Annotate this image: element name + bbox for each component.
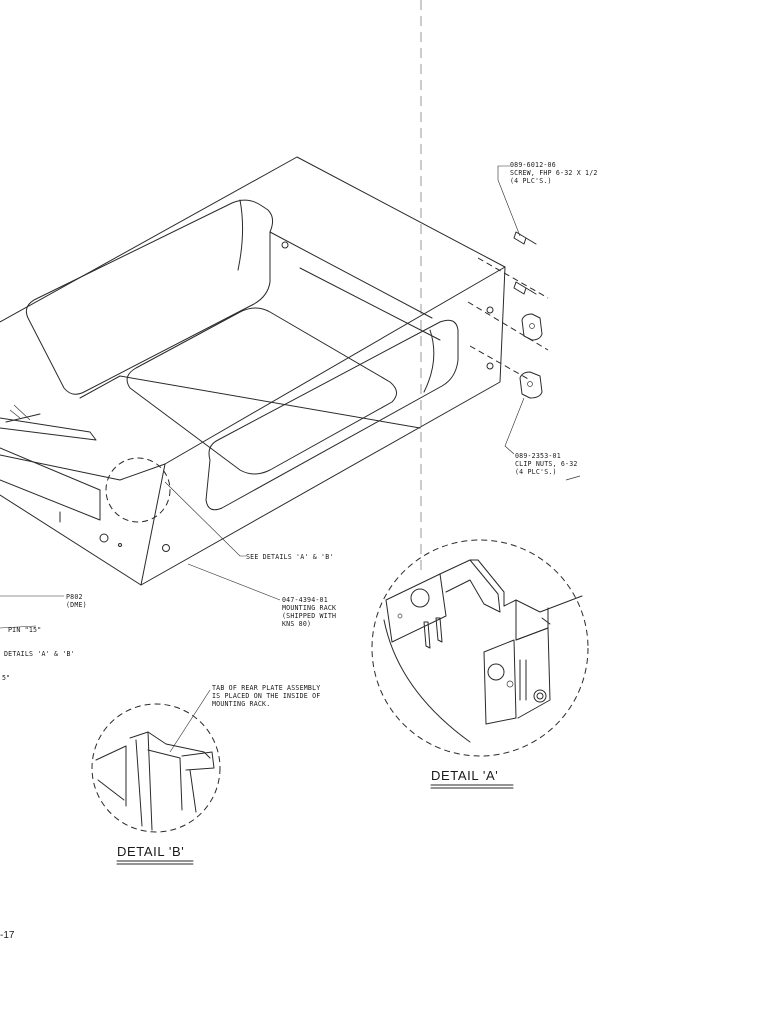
rack-left-bottom-edge — [0, 494, 142, 586]
rear-plate-hole — [506, 680, 514, 688]
screw-description: SCREW, FHP 6-32 X 1/2 — [510, 169, 598, 177]
connector-mark — [9, 404, 31, 421]
rack-inner-edge — [189, 769, 197, 813]
rear-plate-hole — [487, 663, 505, 681]
screw — [513, 281, 537, 295]
standoff-inner — [536, 692, 544, 700]
rear-plate-tab — [147, 749, 183, 811]
rack-rim — [503, 595, 583, 613]
rack-top-edge — [0, 156, 506, 323]
clip-center-line — [469, 345, 531, 381]
rack-edges — [519, 659, 527, 701]
floor-back-edge — [79, 375, 421, 429]
rack-right-bottom-edge — [140, 266, 506, 586]
clip-nut — [519, 371, 543, 399]
flange-edge — [469, 559, 505, 607]
detail-a-title: DETAIL 'A' — [431, 768, 498, 783]
rear-wall-inner-edge — [237, 199, 244, 271]
pin-leader — [0, 625, 37, 629]
rack-front-top-edge — [164, 266, 506, 465]
bracket-hole — [410, 588, 430, 608]
rear-plate-tab — [0, 417, 97, 441]
rack-hole — [162, 544, 170, 552]
rack-rim — [147, 731, 211, 759]
mounting-rack-leader — [187, 563, 281, 601]
tab-note-line3: MOUNTING RACK. — [212, 700, 270, 708]
rack-wall-inner — [135, 739, 143, 827]
rack-tab-edge — [541, 617, 551, 625]
mounting-rack — [0, 156, 506, 586]
fastener-group — [467, 231, 549, 399]
clip-nuts-description: CLIP NUTS, 6-32 — [515, 460, 578, 468]
screw-part-number: 089-6012-06 — [510, 161, 556, 169]
detail-b — [91, 703, 221, 833]
rear-wall-cutout — [25, 199, 274, 395]
rear-plate — [483, 639, 517, 725]
clip-nuts-leader — [504, 397, 525, 455]
detail-b-underline — [116, 860, 194, 865]
mounting-rack-note: (SHIPPED WITH — [282, 612, 336, 620]
detail-b-circle — [91, 703, 221, 833]
mounting-rack-note: KNS 80) — [282, 620, 311, 628]
tab-note-leader — [169, 689, 211, 753]
see-details-leader — [164, 481, 246, 557]
rack-left-front-edge — [0, 454, 166, 481]
detail-a — [371, 539, 589, 757]
rack-hole — [486, 306, 494, 314]
screw — [513, 231, 537, 245]
clip-nuts-part-number: 089-2353-01 — [515, 452, 561, 460]
details-left-label: DETAILS 'A' & 'B' — [4, 650, 75, 658]
plate-edge — [95, 745, 127, 807]
connector-pin — [435, 617, 443, 643]
tab-note-line1: TAB OF REAR PLATE ASSEMBLY — [212, 684, 320, 692]
connector-bracket — [5, 413, 41, 423]
rack-hole — [99, 533, 109, 543]
connector-pin — [423, 621, 431, 649]
bent-flange — [439, 559, 501, 613]
tab-flange — [181, 751, 215, 771]
rack-hole — [118, 543, 122, 547]
clip-nuts-quantity: (4 PLC'S.) — [515, 468, 557, 476]
tab-note-line2: IS PLACED ON THE INSIDE OF — [212, 692, 320, 700]
detail-a-circle — [371, 539, 589, 757]
plate-diagonal — [97, 779, 125, 801]
detail-a-underline — [430, 784, 514, 789]
right-side-cutout — [205, 319, 459, 511]
p802-desc: (DME) — [66, 601, 87, 609]
mounting-rack-title: MOUNTING RACK — [282, 604, 336, 612]
clip-nut — [521, 313, 543, 341]
standoff — [533, 689, 547, 703]
detail-b-title: DETAIL 'B' — [117, 844, 184, 859]
rack-side — [515, 627, 551, 719]
fragment-left-label: 5" — [2, 674, 10, 682]
see-details-label: SEE DETAILS 'A' & 'B' — [246, 553, 334, 561]
bracket-hole — [397, 613, 403, 619]
rack-hole — [281, 241, 289, 249]
pin-label: PIN "15" — [8, 626, 41, 634]
bracket-plate — [385, 573, 447, 643]
detail-ref-circle — [105, 457, 171, 523]
floor-cutout — [126, 307, 397, 475]
screw-center-line — [477, 257, 549, 299]
rack-curve — [383, 619, 471, 743]
screw-quantity: (4 PLC'S.) — [510, 177, 552, 185]
p802-ref: P802 — [66, 593, 83, 601]
screw-leader — [497, 165, 521, 237]
clip-nuts-tick — [565, 475, 581, 481]
side-cutout-return — [423, 329, 435, 393]
rack-corner-edge — [140, 463, 166, 586]
mounting-rack-part-number: 047-4394-01 — [282, 596, 328, 604]
page-number: -17 — [0, 930, 15, 941]
front-panel-slot — [0, 447, 101, 521]
rack-hole — [486, 362, 494, 370]
screw-center-line — [467, 301, 549, 351]
side-wall-floor-line — [299, 267, 441, 341]
side-wall-top — [269, 231, 433, 319]
